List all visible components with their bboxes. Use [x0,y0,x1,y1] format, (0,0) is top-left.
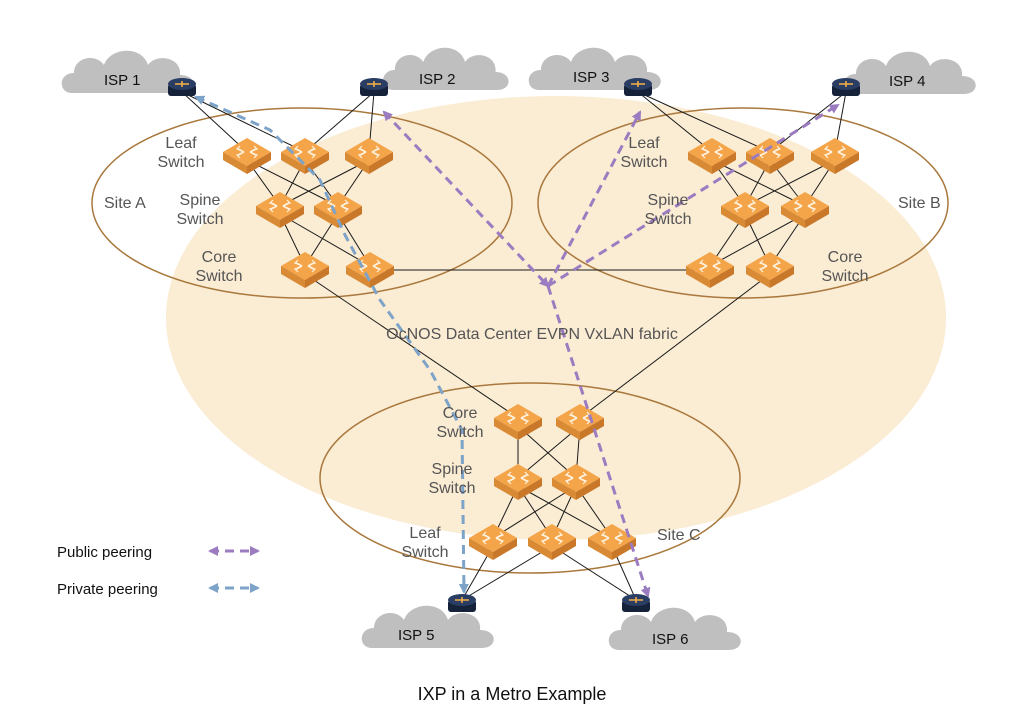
legend-public-label: Public peering [57,544,152,561]
isp-4-label: ISP 4 [889,73,925,90]
isp-4-router [831,77,861,97]
isp-5-label: ISP 5 [398,627,434,644]
site-a-label: Site A [104,195,146,212]
isp-5-router [447,593,477,613]
site-b-label: Site B [898,195,941,212]
isp-1-router [167,77,197,97]
legend: Public peering Private peering [57,544,260,598]
fabric-label: OcNOS Data Center EVPN VxLAN fabric [386,326,678,343]
diagram-caption: IXP in a Metro Example [418,684,607,704]
private-peering-paths [194,95,469,594]
isp-6-label: ISP 6 [652,631,688,648]
isp-2-label: ISP 2 [419,71,455,88]
isp-6-router [621,593,651,613]
isp-1-label: ISP 1 [104,72,140,89]
site-c-label: Site C [657,527,701,544]
isp-3-router [623,77,653,97]
legend-private-label: Private peering [57,581,158,598]
public-peering-paths [382,103,840,598]
isp-2-router [359,77,389,97]
isp-3-label: ISP 3 [573,69,609,86]
